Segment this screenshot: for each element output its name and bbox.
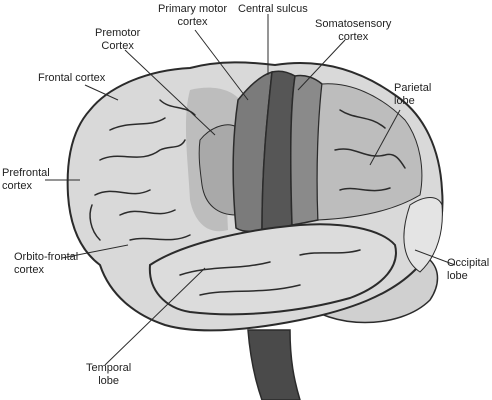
brain-stem <box>247 329 301 400</box>
sulci-lines <box>89 99 406 296</box>
label-orbito-frontal-cortex: Orbito-frontal cortex <box>14 251 79 276</box>
label-primary-motor-cortex: Primary motor cortex <box>158 3 228 28</box>
label-occipital-lobe: Occipital lobe <box>447 257 490 282</box>
label-temporal-lobe: Temporal lobe <box>86 362 132 387</box>
occipital-region <box>403 197 443 273</box>
leader-lines <box>45 14 456 366</box>
label-prefrontal-cortex: Prefrontal cortex <box>2 167 50 192</box>
label-parietal-lobe: Parietal lobe <box>394 82 432 107</box>
temporal-region <box>148 223 397 316</box>
label-frontal-cortex: Frontal cortex <box>38 72 106 84</box>
label-central-sulcus: Central sulcus <box>238 3 308 15</box>
label-premotor-cortex: Premotor Cortex <box>95 27 141 52</box>
label-somatosensory-cortex: Somatosensory cortex <box>315 18 392 43</box>
